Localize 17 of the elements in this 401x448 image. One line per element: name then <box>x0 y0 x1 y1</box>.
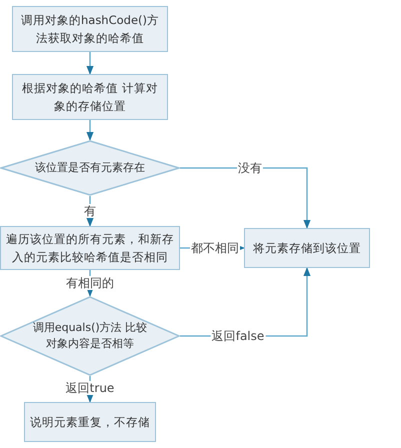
edge-label: 没有 <box>237 161 263 175</box>
decision-diamond <box>0 296 180 376</box>
diamond-text: 调用equals()方法 比较对象内容是否相等 <box>32 320 148 352</box>
edge-label: 返回true <box>64 381 116 395</box>
process-box: 根据对象的哈希值 计算对象的存储位置 <box>12 74 168 120</box>
edge-label: 都不相同 <box>190 241 240 255</box>
process-box: 调用对象的hashCode()方法获取对象的哈希值 <box>12 6 168 52</box>
process-box: 说明元素重复，不存储 <box>24 402 156 442</box>
edge-label: 有 <box>83 204 97 218</box>
process-box: 将元素存储到该位置 <box>244 228 370 268</box>
edge-label: 返回false <box>210 329 266 343</box>
edge-label: 有相同的 <box>65 276 115 290</box>
decision-diamond <box>0 140 180 196</box>
arrow <box>86 52 94 75</box>
process-box: 遍历该位置的所有元素，和新存入的元素比较哈希值是否相同 <box>0 226 180 270</box>
arrow <box>86 120 94 141</box>
diamond-text: 该位置是否有元素存在 <box>34 160 146 176</box>
